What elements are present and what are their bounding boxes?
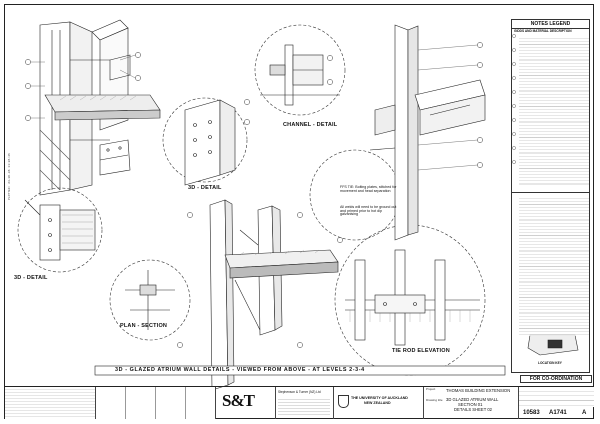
drawing-title-2: SECTION 01 xyxy=(458,402,483,407)
plan-section xyxy=(125,270,175,330)
drawing-title-3: DETAILS SHEET 02 xyxy=(454,407,493,412)
detail-left-circle xyxy=(24,199,96,261)
general-notes-text xyxy=(519,196,589,336)
title-block: S&T Stephenson & Turner (NZ) Ltd THE UNI… xyxy=(5,386,594,419)
right-mullion xyxy=(369,24,486,241)
disclaimer-text xyxy=(5,387,95,419)
firm-logo: S&T xyxy=(222,391,255,410)
legend-notes-text xyxy=(519,36,589,186)
drawing-title-label: Drawing title xyxy=(426,398,443,402)
project-cell: Project THOMAS BUILDING EXTENSION Drawin… xyxy=(423,387,518,419)
firm-details: Stephenson & Turner (NZ) Ltd xyxy=(275,387,333,419)
firm-logo-cell: S&T xyxy=(215,387,275,419)
university-name: THE UNIVERSITY OF AUCKLAND xyxy=(351,396,408,400)
university-crest xyxy=(338,395,349,408)
university-country: NEW ZEALAND xyxy=(364,401,391,405)
revision-letter: A xyxy=(582,410,587,416)
title-channel-detail: CHANNEL - DETAIL xyxy=(283,122,338,128)
firm-address xyxy=(278,397,330,415)
project-label: Project xyxy=(426,387,436,391)
banner-title: 3D - GLAZED ATRIUM WALL DETAILS - VIEWED… xyxy=(115,367,365,373)
notes-legend: NOTES LEGEND GIDDS AND MATERIAL DESCRIPT… xyxy=(511,19,590,373)
sheet-numbers: 10583 A1741 A xyxy=(518,387,594,419)
drawing-number: A1741 xyxy=(549,410,567,416)
legend-subtitle: GIDDS AND MATERIAL DESCRIPTION xyxy=(514,29,572,33)
legend-divider xyxy=(512,192,589,193)
central-column xyxy=(209,199,339,391)
client-cell: THE UNIVERSITY OF AUCKLAND NEW ZEALAND xyxy=(333,387,423,419)
channel-detail xyxy=(260,44,340,106)
coordination-stamp: FOR CO-ORDINATION xyxy=(520,375,592,383)
project-name: THOMAS BUILDING EXTENSION xyxy=(446,388,511,393)
callout-note-2: All welds will need to be ground out and… xyxy=(340,205,397,217)
title-3d-detail-mid: 3D - DETAIL xyxy=(188,185,222,191)
job-number: 10583 xyxy=(523,410,540,416)
detail-mid-3d xyxy=(184,99,236,186)
legend-title: NOTES LEGEND xyxy=(512,20,589,29)
slab-hatching xyxy=(59,95,137,101)
firm-name: Stephenson & Turner (NZ) Ltd xyxy=(278,390,321,394)
title-tie-rod: TIE ROD ELEVATION xyxy=(392,348,450,354)
drawing-title-1: 3D GLAZED ATRIUM WALL xyxy=(446,397,499,402)
location-key-label: LOCATION KEY xyxy=(538,361,562,365)
title-plan-section: PLAN - SECTION xyxy=(120,323,168,329)
side-print-text: PLOTTED: 24-06-06 11:06:45 xyxy=(8,153,11,200)
assembly-top-left xyxy=(39,19,161,196)
title-3d-detail-left: 3D - DETAIL xyxy=(14,275,48,281)
callout-note-1: FFS TIE: Bolting plates, stitched for mo… xyxy=(340,185,397,193)
revision-table xyxy=(95,387,215,419)
tie-rod-elevation xyxy=(345,249,480,346)
date-scale-grid xyxy=(519,387,594,407)
sheet-border xyxy=(4,4,594,419)
